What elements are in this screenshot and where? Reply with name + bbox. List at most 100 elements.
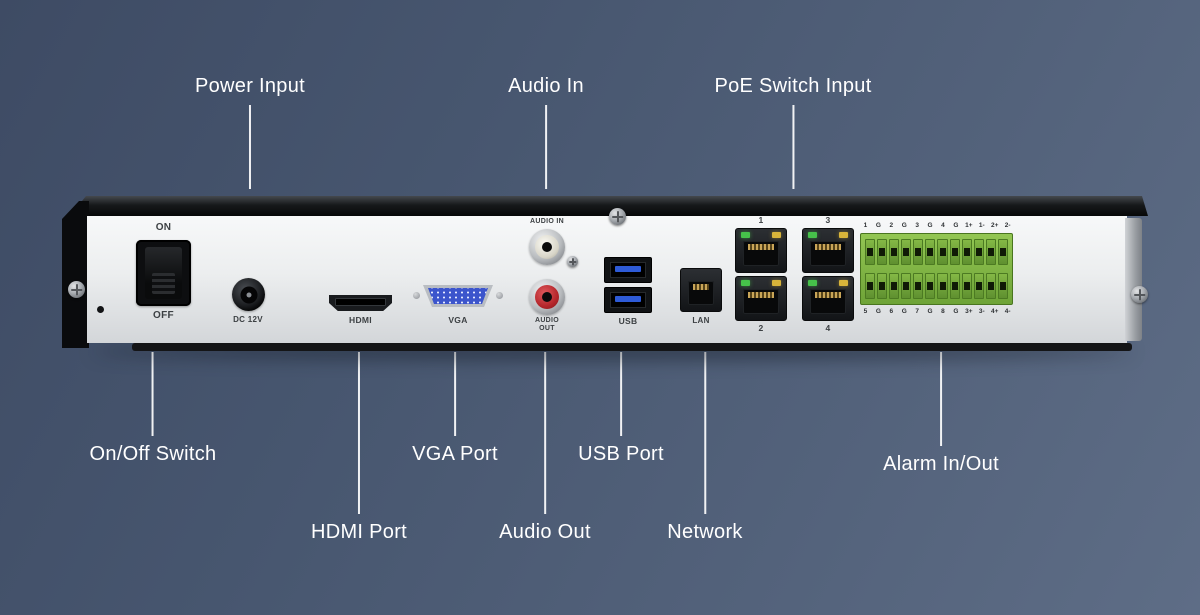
vga-screw-left-icon bbox=[413, 292, 420, 299]
terminal-cell bbox=[913, 239, 924, 265]
led-green-icon bbox=[808, 232, 817, 238]
terminal-cell bbox=[997, 239, 1008, 265]
poe-port-1-slot bbox=[743, 241, 779, 266]
callout-audio-out-line bbox=[544, 352, 546, 514]
terminal-cell bbox=[961, 239, 972, 265]
alarm-label: G bbox=[953, 308, 959, 315]
led-green-icon bbox=[741, 232, 750, 238]
callout-network-label: Network bbox=[667, 521, 743, 543]
poe-number-1: 1 bbox=[758, 215, 764, 225]
terminal-cell bbox=[901, 273, 912, 299]
terminal-cell bbox=[925, 239, 936, 265]
alarm-label: 2+ bbox=[990, 222, 999, 229]
led-yellow-icon bbox=[839, 280, 848, 286]
alarm-label: G bbox=[927, 308, 933, 315]
screw-audio-icon bbox=[567, 256, 578, 267]
alarm-label: 5 bbox=[863, 308, 868, 315]
lan-label: LAN bbox=[692, 316, 710, 325]
audio-in-label: AUDIO IN bbox=[530, 218, 564, 225]
poe-number-2: 2 bbox=[758, 323, 764, 333]
hdmi-port bbox=[329, 295, 392, 311]
chassis-bottom-edge bbox=[132, 343, 1132, 351]
callout-on-off-switch-line bbox=[151, 352, 154, 436]
terminal-cell bbox=[949, 273, 960, 299]
dc-power-jack bbox=[232, 278, 265, 311]
terminal-cell bbox=[925, 273, 936, 299]
callout-vga-port-label: VGA Port bbox=[412, 443, 498, 465]
callout-power-input: Power Input bbox=[195, 76, 305, 189]
audio-out-label-line1: AUDIO bbox=[534, 317, 560, 324]
terminal-cell bbox=[949, 239, 960, 265]
alarm-label: 3 bbox=[915, 222, 919, 229]
poe-number-4: 4 bbox=[825, 323, 831, 333]
callout-network: Network bbox=[667, 352, 742, 542]
switch-on-label: ON bbox=[155, 222, 172, 233]
callout-on-off-switch-label: On/Off Switch bbox=[89, 443, 217, 465]
hdmi-port-label: HDMI bbox=[349, 315, 372, 325]
callout-audio-out-label: Audio Out bbox=[499, 521, 591, 543]
callout-hdmi-port-line bbox=[357, 352, 360, 514]
usb-label: USB bbox=[618, 316, 638, 326]
usb-port-1 bbox=[604, 257, 652, 283]
lan-port-slot bbox=[688, 281, 714, 305]
led-yellow-icon bbox=[772, 232, 781, 238]
poe-port-4 bbox=[802, 276, 854, 321]
alarm-labels-bottom: 5 G 6 G 7 G 8 G 3+ 3- 4+ 4- bbox=[859, 308, 1014, 315]
callout-usb-port-label: USB Port bbox=[578, 443, 664, 465]
power-switch bbox=[136, 240, 191, 306]
callout-audio-in: Audio In bbox=[508, 76, 584, 189]
terminal-cell bbox=[985, 273, 996, 299]
audio-out-label: AUDIO OUT bbox=[522, 317, 572, 332]
terminal-cell bbox=[997, 273, 1008, 299]
alarm-label: G bbox=[953, 222, 959, 229]
screw-right-icon bbox=[1131, 286, 1148, 303]
callout-audio-in-line bbox=[544, 105, 547, 189]
alarm-terminal-block bbox=[860, 233, 1013, 305]
switch-off-label: OFF bbox=[153, 310, 174, 321]
callout-poe-switch-input: PoE Switch Input bbox=[714, 76, 871, 189]
chassis-left-cap bbox=[62, 201, 89, 348]
alarm-label: 4+ bbox=[990, 308, 999, 315]
callout-audio-out: Audio Out bbox=[499, 352, 591, 542]
chassis-right-cap bbox=[1125, 218, 1142, 341]
alarm-labels-top: 1 G 2 G 3 G 4 G 1+ 1- 2+ 2- bbox=[859, 222, 1014, 229]
poe-number-3: 3 bbox=[825, 215, 831, 225]
alarm-label: 1 bbox=[863, 222, 868, 229]
alarm-label: G bbox=[875, 222, 881, 229]
led-green-icon bbox=[741, 280, 750, 286]
poe-port-2 bbox=[735, 276, 787, 321]
callout-usb-port: USB Port bbox=[578, 352, 664, 464]
alarm-label: 8 bbox=[941, 308, 945, 315]
led-yellow-icon bbox=[839, 232, 848, 238]
alarm-terminal-row-top bbox=[865, 239, 1008, 265]
alarm-label: 3- bbox=[978, 308, 985, 315]
alarm-label: 1- bbox=[978, 222, 985, 229]
alarm-terminal-row-bottom bbox=[865, 273, 1008, 299]
terminal-cell bbox=[973, 239, 984, 265]
callout-poe-switch-input-label: PoE Switch Input bbox=[714, 75, 872, 97]
rca-jack-audio-out bbox=[529, 279, 565, 315]
led-green-icon bbox=[808, 280, 817, 286]
usb-port-2 bbox=[604, 287, 652, 313]
callout-hdmi-port-label: HDMI Port bbox=[310, 521, 408, 543]
terminal-cell bbox=[937, 273, 948, 299]
callout-power-input-line bbox=[249, 105, 251, 189]
vga-screw-right-icon bbox=[496, 292, 503, 299]
callout-vga-port-line bbox=[454, 352, 456, 436]
lan-port bbox=[680, 268, 722, 312]
callout-alarm-in-out-line bbox=[939, 352, 942, 446]
callout-power-input-label: Power Input bbox=[194, 75, 306, 97]
vga-port bbox=[423, 285, 493, 307]
alarm-label: 6 bbox=[889, 308, 894, 315]
callout-usb-port-line bbox=[619, 352, 622, 436]
terminal-cell bbox=[901, 239, 912, 265]
alarm-label: 2 bbox=[889, 222, 894, 229]
nvr-back-panel: ON OFF DC 12V HDMI VGA AUDIO IN AUDIO OU… bbox=[62, 196, 1152, 358]
alarm-label: 1+ bbox=[965, 222, 973, 229]
terminal-cell bbox=[889, 239, 900, 265]
alarm-label: 7 bbox=[915, 308, 919, 315]
chassis-top-edge bbox=[70, 196, 1148, 216]
poe-port-2-slot bbox=[743, 289, 779, 314]
terminal-cell bbox=[937, 239, 948, 265]
